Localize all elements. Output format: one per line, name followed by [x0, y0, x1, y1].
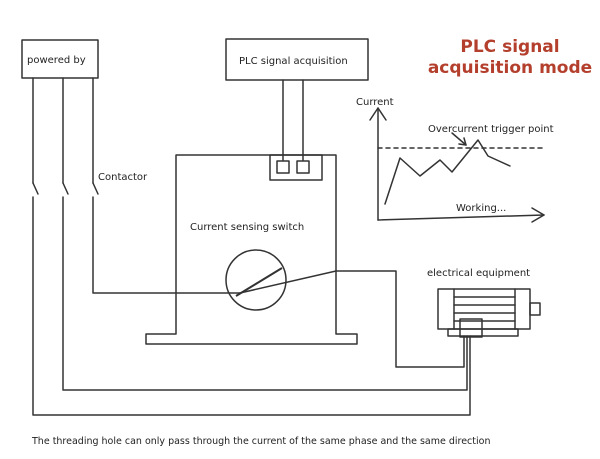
plc-box-label: PLC signal acquisition	[239, 56, 348, 67]
phase-wires	[32, 77, 471, 416]
graph-axes	[369, 107, 545, 223]
trigger-pointer-arrow	[451, 132, 467, 146]
sensor-contact-line	[235, 267, 283, 297]
title-line-2: acquisition mode	[428, 58, 592, 78]
graph-y-label: Current	[356, 97, 394, 108]
graph-x-label: Working...	[456, 203, 506, 214]
power-source-label: powered by	[27, 55, 86, 66]
plc-signal-wires	[282, 79, 304, 161]
plc-box	[225, 38, 369, 81]
caption-text: The threading hole can only pass through…	[31, 436, 490, 447]
equipment-label: electrical equipment	[427, 268, 530, 279]
sensing-switch-label: Current sensing switch	[190, 222, 304, 233]
motor-icon	[437, 288, 541, 338]
sensing-switch-body	[145, 154, 358, 345]
contactor-label: Contactor	[98, 172, 148, 183]
terminal-block	[269, 154, 323, 181]
terminal-2	[296, 160, 310, 174]
power-source-box	[21, 39, 99, 79]
graph-trigger-label: Overcurrent trigger point	[428, 124, 554, 135]
title-line-1: PLC signal	[460, 37, 559, 57]
current-curve	[384, 139, 511, 205]
terminal-1	[276, 160, 290, 174]
current-sensor-ring-icon	[225, 249, 287, 311]
